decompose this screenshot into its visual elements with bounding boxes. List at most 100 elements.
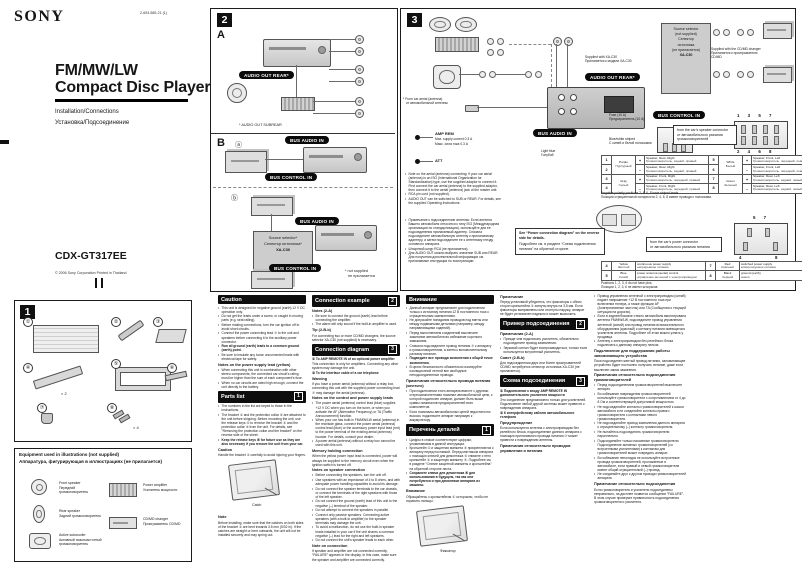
changer-slot (230, 159, 259, 162)
column-header-badge: 1 (294, 392, 303, 402)
subtitle-ru: Установка/Подсоединение (55, 120, 130, 126)
bullet-text: Примечание к подсоединению антенны: Если… (408, 217, 500, 246)
head-unit-front (303, 147, 367, 173)
part-quantity: × 2 (61, 391, 67, 396)
bullet-item: •Не допускайте попадания проводов под ви… (406, 318, 494, 330)
bullet-text: Не пытайтесь подсоединять громкоговорите… (597, 430, 670, 439)
bullet-text: When no car circuits are rated high enou… (221, 380, 304, 389)
striped-en: Blue/white striped (609, 137, 636, 141)
wire (329, 69, 355, 70)
striped-note: Blue/white striped С синей и белой полос… (609, 137, 655, 145)
wire (296, 65, 297, 97)
bullet-text: Кронштейн ① и защитная манжета ⑤ прикреп… (409, 446, 494, 471)
bullet-glyph: • (406, 365, 408, 370)
bullet-item: •Не подсоединяйте контакты громкоговорит… (594, 405, 686, 421)
column-caution-ru: Внимание•Данный аппарат предназначен для… (406, 293, 494, 566)
bullet-item: •Антенну с электроприводом без релейного… (594, 339, 686, 347)
part-illustration (117, 319, 145, 342)
bullet-text: В целях безопасности обязательно изолиру… (409, 365, 482, 378)
supplied-changer-ru: Прилагается к проигрывателю CD/MD (711, 51, 758, 60)
figure-caption: Фиксатор (440, 548, 456, 553)
column-subheading: Совет (2-B-b) (500, 355, 525, 360)
bullet-glyph: • (312, 313, 314, 318)
lead-color-en: Black (723, 270, 732, 275)
bullet-glyph: • (594, 438, 596, 443)
bullet-glyph: • (312, 538, 314, 543)
lead-destination-en: Speaker, Rear, Left (753, 183, 780, 188)
paragraph: For connecting two or more CD/MD changer… (312, 333, 396, 342)
bullet-text: The alarm will only sound if the built-i… (315, 322, 398, 327)
bullet-item: •Keep the release keys ④ for future use … (218, 438, 306, 446)
bullet-glyph: • (594, 472, 596, 477)
bullet-glyph: • (594, 430, 596, 435)
bracket-figure: Фиксатор (406, 504, 494, 559)
lead-function-en: power antenna (aerial) control (637, 270, 679, 275)
wire (329, 81, 355, 82)
diagram-note-item: •Штыревой шнур RCA (не прилагается). (405, 247, 503, 251)
power-connector-pins-top: 5 7 (753, 215, 767, 220)
column-subheading: Memory holding connection (312, 448, 363, 453)
bullet-text: Сначала подсоедините провод питания ⑦ к … (409, 343, 492, 356)
not-supplied-en: * not supplied (345, 269, 369, 273)
speaker-connector-note: from the car’s speaker connector от авто… (673, 125, 737, 146)
bullet-glyph: • (312, 478, 314, 483)
lead-color-ru: Синий (618, 274, 629, 279)
front-speaker-icon (31, 479, 47, 495)
bullet-text: Звуковой сигнал будет воспроизводиться, … (503, 345, 588, 354)
bullet-item: •The bracket ① and the protection collar… (218, 413, 306, 437)
bullet-text: Do not get the leads under a screw, or c… (221, 314, 304, 323)
rca-pair-icon (479, 71, 496, 78)
unit-knob (318, 45, 327, 54)
power-conn-ru: от автомобильного разъема питания (650, 244, 710, 249)
bullet-text: The bracket ① and the protection collar … (221, 412, 306, 438)
lead-color-ru: Желтый (617, 265, 630, 270)
head-unit-rear (547, 87, 645, 129)
see-reverse-ru: Подробнее см. в разделе “Схема подключен… (519, 242, 596, 252)
fuse-ru: Предохранитель (10 А) (609, 117, 645, 122)
power-conn-en: from the car’s power connector (650, 240, 699, 244)
paragraph: When the yellow power input lead is conn… (312, 454, 398, 467)
bullet-item: •Во избежание неполадок не используйте в… (594, 456, 686, 472)
supplied-xac30-en: Supplied with XA-C30 (585, 55, 618, 59)
aerial-note-ru: от автомобильной антенны (406, 101, 448, 106)
rca-pair-icon (737, 29, 754, 36)
wire (313, 101, 355, 102)
lead-destination-ru: Громкоговоритель, задний, правый (646, 159, 697, 164)
selector-line: Селектор (678, 37, 694, 42)
bullet-glyph: • (312, 473, 314, 478)
section-divider (211, 133, 395, 134)
bullet-item: •When no car circuits are rated high eno… (218, 381, 306, 389)
bullet-glyph: • (218, 352, 220, 357)
lead-color-ru: Черный (721, 274, 734, 279)
lead-destination-ru: Громкоговоритель, задний, правый (646, 168, 697, 173)
column-subheading: Предупреждение (500, 420, 533, 425)
equipment-label-en: CD/MD changer (143, 517, 169, 521)
bullet-glyph: • (218, 331, 220, 336)
wire (271, 214, 272, 231)
bullet-glyph: • (594, 421, 596, 426)
striped-ru: С синей и белой полосками (609, 141, 652, 146)
rca-plug-icon (355, 35, 364, 44)
bullet-text: Do not connect the speaker terminals to … (315, 486, 398, 499)
lead-destination-en: Speaker, Front, Right (646, 183, 676, 188)
part-quantity: × 4 (133, 425, 139, 430)
power-connector-pin-br: 8 (775, 255, 778, 260)
lead-color-en: Red (724, 261, 731, 266)
cd-changer-icon (251, 197, 293, 216)
bullet-text: Не соединяйте друг с другом провода гром… (597, 472, 686, 481)
column-subheading: Notes (2-A) (312, 308, 333, 313)
lead-destination-ru: Громкоговоритель, передний, левый (753, 159, 802, 164)
att-label: ATT (435, 158, 443, 163)
lead-end-dot (415, 159, 420, 164)
bullet-glyph: • (406, 318, 408, 323)
lead-end-dot (415, 135, 420, 140)
lead-destination-en: Speaker, Rear, Right (646, 164, 675, 169)
bullet-glyph: • (312, 525, 314, 530)
